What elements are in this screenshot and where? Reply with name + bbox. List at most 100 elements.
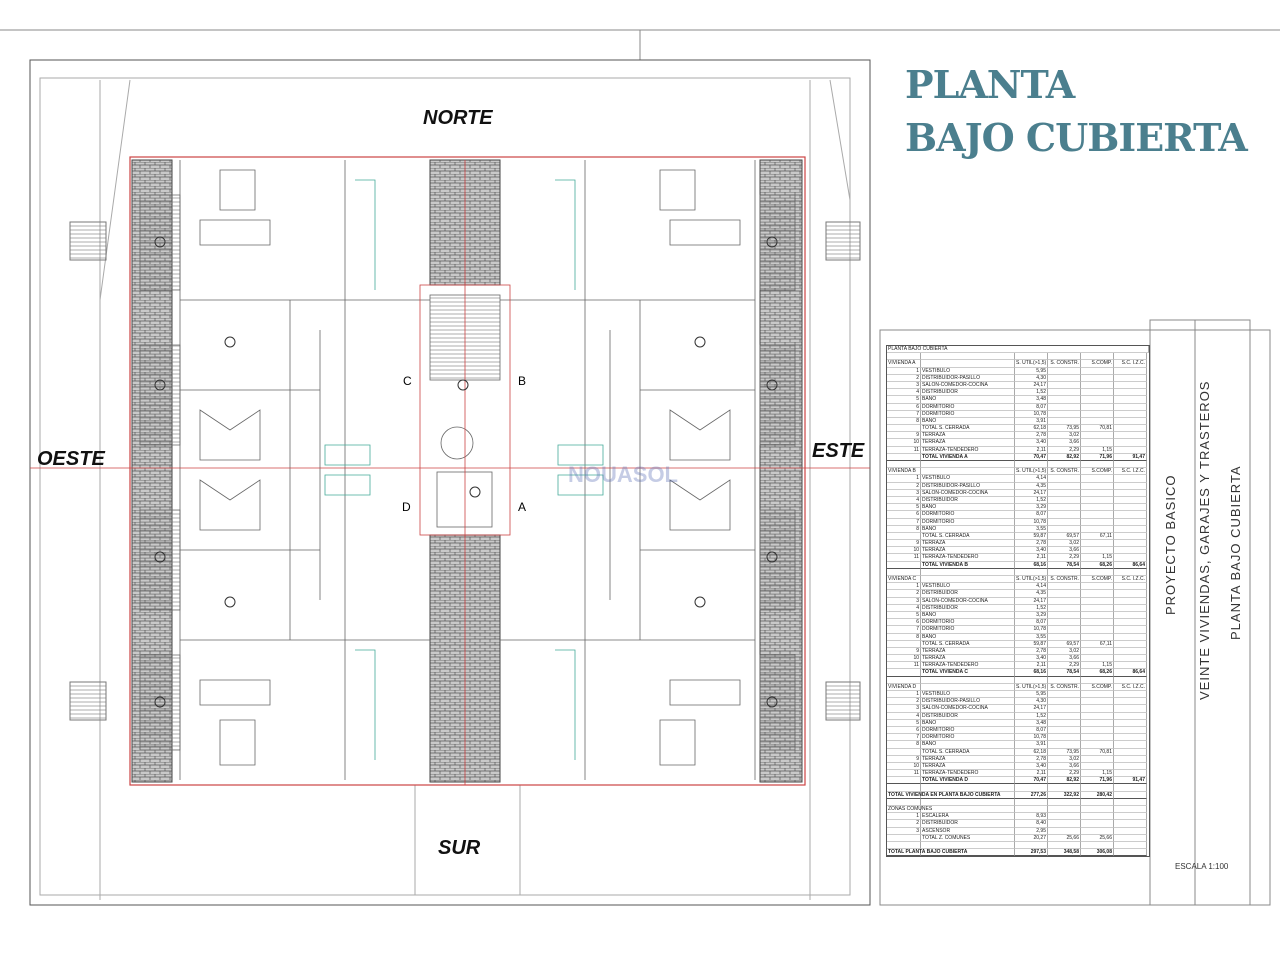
table-cell: 62,18: [1015, 748, 1048, 756]
table-cell: [1114, 597, 1147, 605]
table-cell: [1114, 583, 1147, 591]
section-header: ZONAS COMUNES: [887, 806, 1149, 814]
table-cell: [1114, 410, 1147, 418]
table-cell: [1114, 640, 1147, 648]
table-cell: 78,54: [1048, 669, 1081, 677]
table-title: PLANTA BAJO CUBIERTA: [887, 346, 1149, 354]
spacer-row: [887, 798, 1149, 806]
table-cell: BAÑO: [921, 719, 1015, 727]
table-cell: [1114, 755, 1147, 763]
table-cell: 1,15: [1081, 770, 1114, 778]
table-cell: [1048, 734, 1081, 742]
table-cell: [1114, 461, 1147, 469]
table-cell: 8,07: [1015, 511, 1048, 519]
table-cell: 82,92: [1048, 453, 1081, 461]
table-cell: 6: [887, 403, 921, 411]
table-cell: TERRAZA-TENDEDERO: [921, 554, 1015, 562]
table-cell: [1048, 511, 1081, 519]
table-cell: [1114, 841, 1147, 850]
table-cell: 4,14: [1015, 583, 1048, 591]
table-cell: [1081, 619, 1114, 627]
table-cell: 1: [887, 367, 921, 375]
table-cell: TERRAZA: [921, 755, 1015, 763]
table-cell: [1081, 741, 1114, 749]
table-cell: [1081, 712, 1114, 720]
table-cell: [1114, 734, 1147, 742]
table-cell: 70,81: [1081, 425, 1114, 433]
table-cell: [887, 784, 921, 792]
table-cell: 3,66: [1048, 762, 1081, 771]
table-cell: S.COMP.: [1081, 683, 1114, 691]
table-cell: S. CONSTR.: [1048, 683, 1081, 691]
table-cell: [1081, 432, 1114, 440]
table-cell: [1114, 791, 1147, 799]
table-cell: 1: [887, 475, 921, 483]
table-cell: [921, 791, 1015, 799]
table-cell: 11: [887, 770, 921, 778]
table-cell: VESTIBULO: [921, 583, 1015, 591]
table-cell: 277,26: [1015, 791, 1048, 799]
table-cell: 11: [887, 554, 921, 562]
table-cell: 68,26: [1081, 561, 1114, 569]
table-cell: [1114, 719, 1147, 727]
table-cell: [1081, 461, 1114, 469]
table-cell: 1: [887, 813, 921, 821]
table-cell: [921, 849, 1015, 857]
table-cell: [1048, 583, 1081, 591]
table-cell: 69,57: [1048, 640, 1081, 648]
table-cell: [1081, 813, 1114, 821]
table-cell: [1081, 540, 1114, 548]
table-cell: 10: [887, 439, 921, 447]
table-cell: DISTRIBUIDOR-PASILLO: [921, 698, 1015, 706]
table-cell: 9: [887, 755, 921, 763]
table-cell: [1048, 496, 1081, 505]
table-cell: [1015, 461, 1048, 469]
table-cell: [1081, 475, 1114, 483]
table-cell: [1081, 762, 1114, 771]
table-cell: [1114, 532, 1147, 541]
table-cell: [1081, 482, 1114, 490]
table-cell: [1048, 504, 1081, 512]
table-cell: [1114, 698, 1147, 706]
table-cell: [1114, 705, 1147, 713]
table-cell: [1114, 784, 1147, 792]
table-cell: [887, 798, 921, 806]
table-cell: 2,29: [1048, 770, 1081, 778]
table-cell: [887, 748, 921, 756]
table-cell: [1081, 827, 1114, 835]
table-cell: [1048, 611, 1081, 620]
table-cell: [1048, 806, 1081, 814]
table-cell: 3,91: [1015, 741, 1048, 749]
table-cell: TOTAL S. CERRADA: [921, 748, 1015, 756]
table-cell: [1114, 432, 1147, 440]
table-cell: 6: [887, 511, 921, 519]
project-description: VEINTE VIVIENDAS, GARAJES Y TRASTEROS: [1197, 380, 1212, 700]
table-cell: [1081, 504, 1114, 512]
table-cell: [1081, 518, 1114, 526]
table-cell: S. UTIL(>1,5): [1015, 576, 1048, 584]
table-cell: 2: [887, 482, 921, 490]
table-cell: DORMITORIO: [921, 734, 1015, 742]
table-cell: [1048, 691, 1081, 699]
table-cell: [1114, 604, 1147, 612]
table-cell: [1081, 511, 1114, 519]
table-cell: 4,35: [1015, 482, 1048, 490]
spacer-row: [887, 676, 1149, 684]
table-cell: [1081, 568, 1114, 576]
table-cell: 8,40: [1015, 820, 1048, 828]
table-cell: [1048, 604, 1081, 612]
table-cell: [1081, 381, 1114, 390]
table-cell: 24,17: [1015, 705, 1048, 713]
table-cell: 10: [887, 762, 921, 771]
table-cell: DORMITORIO: [921, 410, 1015, 418]
table-cell: SALON-COMEDOR-COCINA: [921, 705, 1015, 713]
